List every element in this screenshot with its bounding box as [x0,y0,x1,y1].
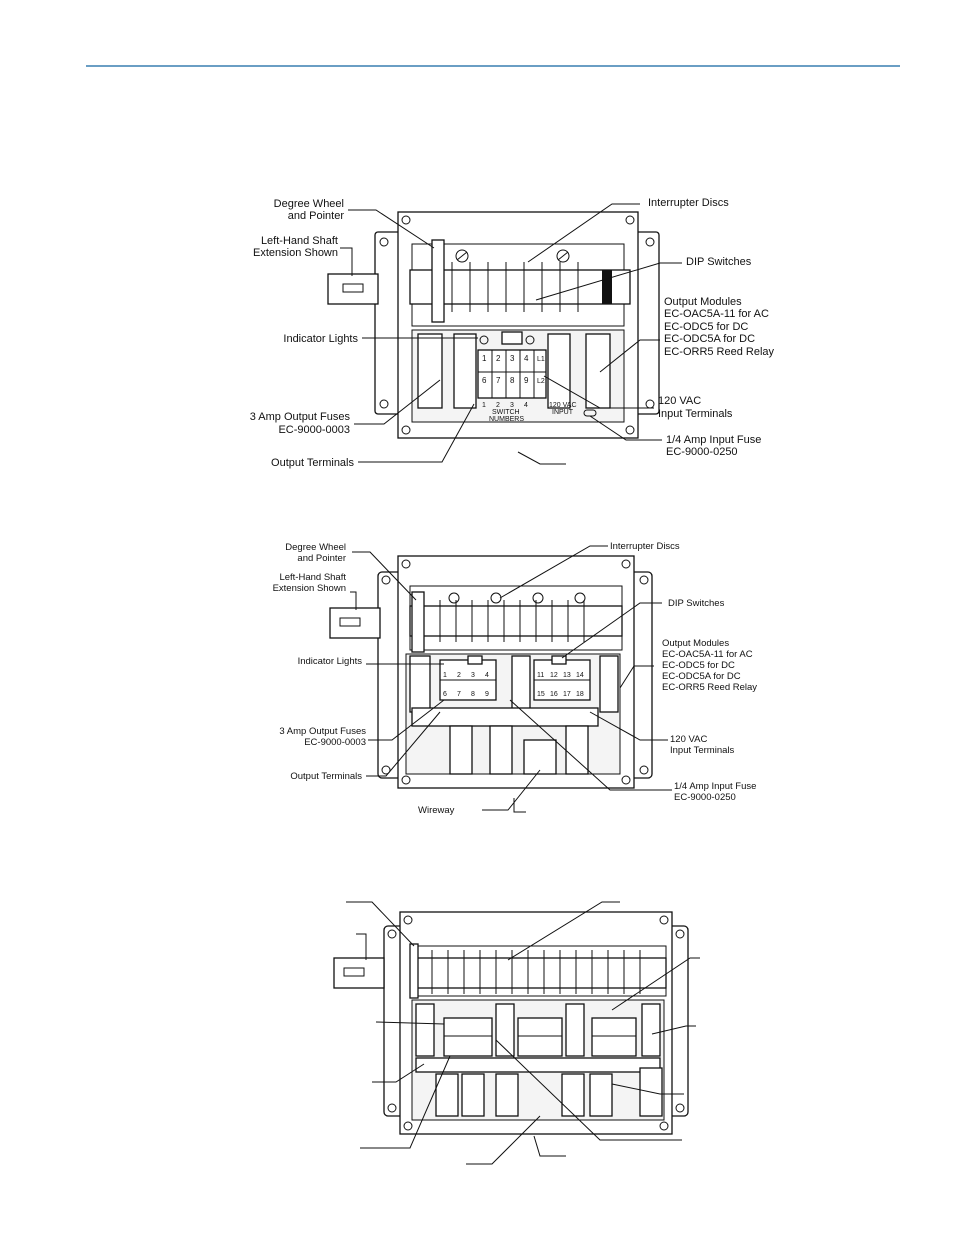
f1-input-mark-2: INPUT [552,409,574,416]
f2-terminal-16: 16 [550,691,558,698]
figure-3-switch-enclosure [333,911,689,1135]
f2-output-modules-label-3: EC-ODC5 for DC [662,660,735,671]
f2-degree-wheel-label-2: and Pointer [297,553,346,564]
f1-output-modules-label-4: EC-ODC5A for DC [664,333,755,345]
f2-terminal-11: 11 [537,672,544,679]
f1-dip-switches-label: DIP Switches [686,256,752,268]
f1-input-mark-1: 120 VAC [549,402,577,409]
f2-shaft-label-1: Left-Hand Shaft [279,572,346,583]
f1-fuses-label-1: 3 Amp Output Fuses [250,411,351,423]
f1-switch-numbers-2: NUMBERS [489,416,524,423]
figure-1-labels: Degree Wheel and Pointer Left-Hand Shaft… [250,197,775,469]
f1-terminal-7: 7 [496,376,501,385]
f1-input-fuse-label-2: EC-9000-0250 [666,446,738,458]
f1-terminal-8: 8 [510,376,515,385]
f2-terminal-14: 14 [576,672,584,679]
figure-1-terminal-numbers: 1 2 3 4 L1 6 7 8 9 L2 1 2 3 4 SWITCH NUM… [482,354,577,423]
f1-output-terminals-label: Output Terminals [271,457,354,469]
f1-output-modules-label-1: Output Modules [664,296,742,308]
header-rule [86,65,900,67]
f2-wireway-label: Wireway [418,805,455,816]
f1-terminal-6: 6 [482,376,487,385]
f1-output-modules-label-2: EC-OAC5A-11 for AC [664,308,769,320]
f2-shaft-label-2: Extension Shown [273,583,346,594]
f1-terminal-4: 4 [524,354,529,363]
f2-terminal-3: 3 [471,672,475,679]
figure-1-leaders [340,203,682,465]
figure-2-terminal-numbers: 1 2 3 4 6 7 8 9 11 12 13 14 15 16 17 18 [443,672,584,698]
f2-terminal-2: 2 [457,672,461,679]
f1-fuses-label-2: EC-9000-0003 [278,424,350,436]
f1-switch-idx-1: 1 [482,402,486,409]
f2-terminal-1: 1 [443,672,447,679]
f1-terminal-9: 9 [524,376,529,385]
f2-terminal-6: 6 [443,691,447,698]
f2-input-fuse-label-2: EC-9000-0250 [674,792,736,803]
f2-terminal-17: 17 [563,691,571,698]
f1-input-terminals-label-1: 120 VAC [658,395,701,407]
f2-fuses-label-1: 3 Amp Output Fuses [279,726,366,737]
f2-dip-switches-label: DIP Switches [668,598,725,609]
f1-output-modules-label-3: EC-ODC5 for DC [664,321,748,333]
f2-terminal-7: 7 [457,691,461,698]
f1-switch-idx-2: 2 [496,402,500,409]
figure-1-switch-enclosure [327,211,660,439]
f2-terminal-13: 13 [563,672,571,679]
f2-input-terminals-label-1: 120 VAC [670,734,707,745]
figure-2-leaders [350,545,672,813]
f2-output-modules-label-4: EC-ODC5A for DC [662,671,741,682]
f1-degree-wheel-label-2: and Pointer [288,210,345,222]
f1-terminal-l2: L2 [537,378,545,385]
f1-terminal-3: 3 [510,354,515,363]
f1-indicator-lights-label: Indicator Lights [283,333,358,345]
f1-interrupter-discs-label: Interrupter Discs [648,197,729,209]
f1-terminal-1: 1 [482,354,487,363]
f1-terminal-2: 2 [496,354,501,363]
f1-terminal-l1: L1 [537,356,545,363]
f2-terminal-8: 8 [471,691,475,698]
f1-shaft-label-1: Left-Hand Shaft [261,235,338,247]
f2-terminal-12: 12 [550,672,558,679]
f2-input-fuse-label-1: 1/4 Amp Input Fuse [674,781,756,792]
f2-output-terminals-label: Output Terminals [290,771,362,782]
f2-terminal-9: 9 [485,691,489,698]
f2-interrupter-discs-label: Interrupter Discs [610,541,680,552]
f2-output-modules-label-5: EC-ORR5 Reed Relay [662,682,757,693]
f2-terminal-18: 18 [576,691,584,698]
f1-switch-idx-3: 3 [510,402,514,409]
f1-switch-idx-4: 4 [524,402,528,409]
f2-terminal-4: 4 [485,672,489,679]
f1-input-fuse-label-1: 1/4 Amp Input Fuse [666,434,761,446]
figure-3-leaders [346,901,700,1165]
f1-switch-numbers-1: SWITCH [492,409,520,416]
f2-output-modules-label-1: Output Modules [662,638,729,649]
f1-output-modules-label-5: EC-ORR5 Reed Relay [664,346,775,358]
f1-input-terminals-label-2: Input Terminals [658,408,733,420]
f2-indicator-lights-label: Indicator Lights [298,656,363,667]
figure-2-labels: Degree Wheel and Pointer Left-Hand Shaft… [273,541,758,816]
f2-output-modules-label-2: EC-OAC5A-11 for AC [662,649,753,660]
f2-fuses-label-2: EC-9000-0003 [304,737,366,748]
f2-input-terminals-label-2: Input Terminals [670,745,734,756]
figure-2-switch-enclosure [329,555,653,789]
f1-degree-wheel-label-1: Degree Wheel [274,198,344,210]
f2-degree-wheel-label-1: Degree Wheel [285,542,346,553]
f1-shaft-label-2: Extension Shown [253,247,338,259]
f2-terminal-15: 15 [537,691,545,698]
